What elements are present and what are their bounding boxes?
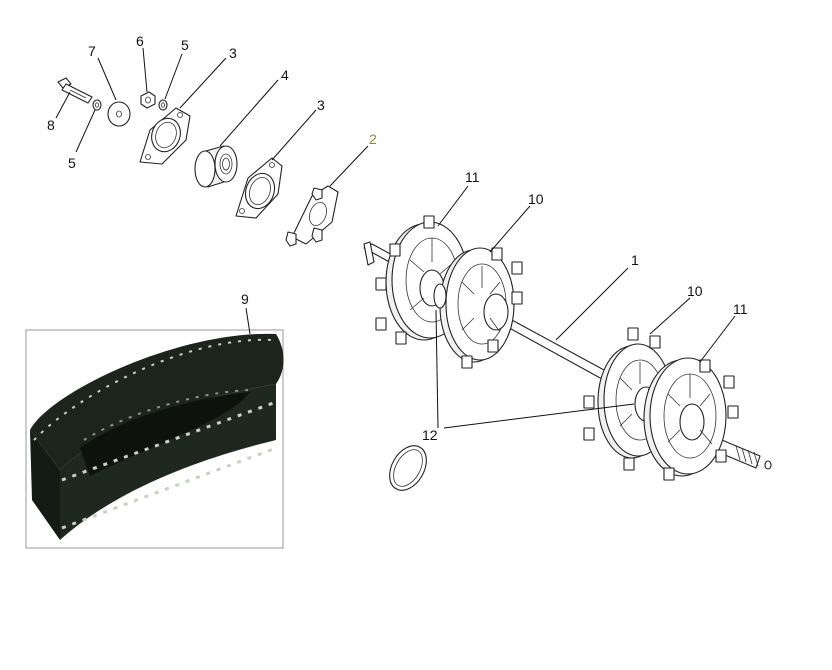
nut-part-6: [140, 91, 156, 109]
callout-5-lower: 5: [68, 155, 76, 171]
callout-11-left: 11: [465, 169, 480, 185]
sprocket-part-10-left: [433, 247, 523, 369]
callout-2: 2: [369, 131, 377, 147]
callout-9: 9: [241, 291, 249, 307]
spacer-ring-part-12: [389, 445, 427, 491]
callout-6: 6: [136, 33, 144, 49]
callout-10-left: 10: [528, 191, 544, 207]
washer-part-5-left: [92, 99, 102, 111]
callout-3-upper: 3: [229, 45, 237, 61]
retainer-plate-part-2: [285, 185, 339, 247]
flat-washer-part-7: [107, 101, 131, 127]
sprocket-part-11-right: [643, 357, 739, 481]
callout-4: 4: [281, 67, 289, 83]
track-photo-part-9: [25, 329, 284, 549]
bolt-part-8: [57, 77, 93, 104]
washer-part-5-right: [158, 99, 168, 111]
callout-8: 8: [47, 117, 55, 133]
callout-11-right: 11: [733, 301, 748, 317]
leader-lines: [55, 47, 736, 429]
callout-5-upper: 5: [181, 37, 189, 53]
bearing-part-4: [194, 145, 238, 188]
callout-7: 7: [88, 43, 96, 59]
callout-12: 12: [422, 427, 438, 443]
bearing-flange-part-3-lower: [235, 157, 283, 219]
bearing-flange-part-3-upper: [139, 107, 191, 165]
callout-1: 1: [631, 252, 639, 268]
callout-3-lower: 3: [317, 97, 325, 113]
callout-10-right: 10: [687, 283, 703, 299]
callout-labels: 1 2 3 3 4 5 5 6 7 8 9 10 10 11 11 12: [47, 33, 748, 443]
